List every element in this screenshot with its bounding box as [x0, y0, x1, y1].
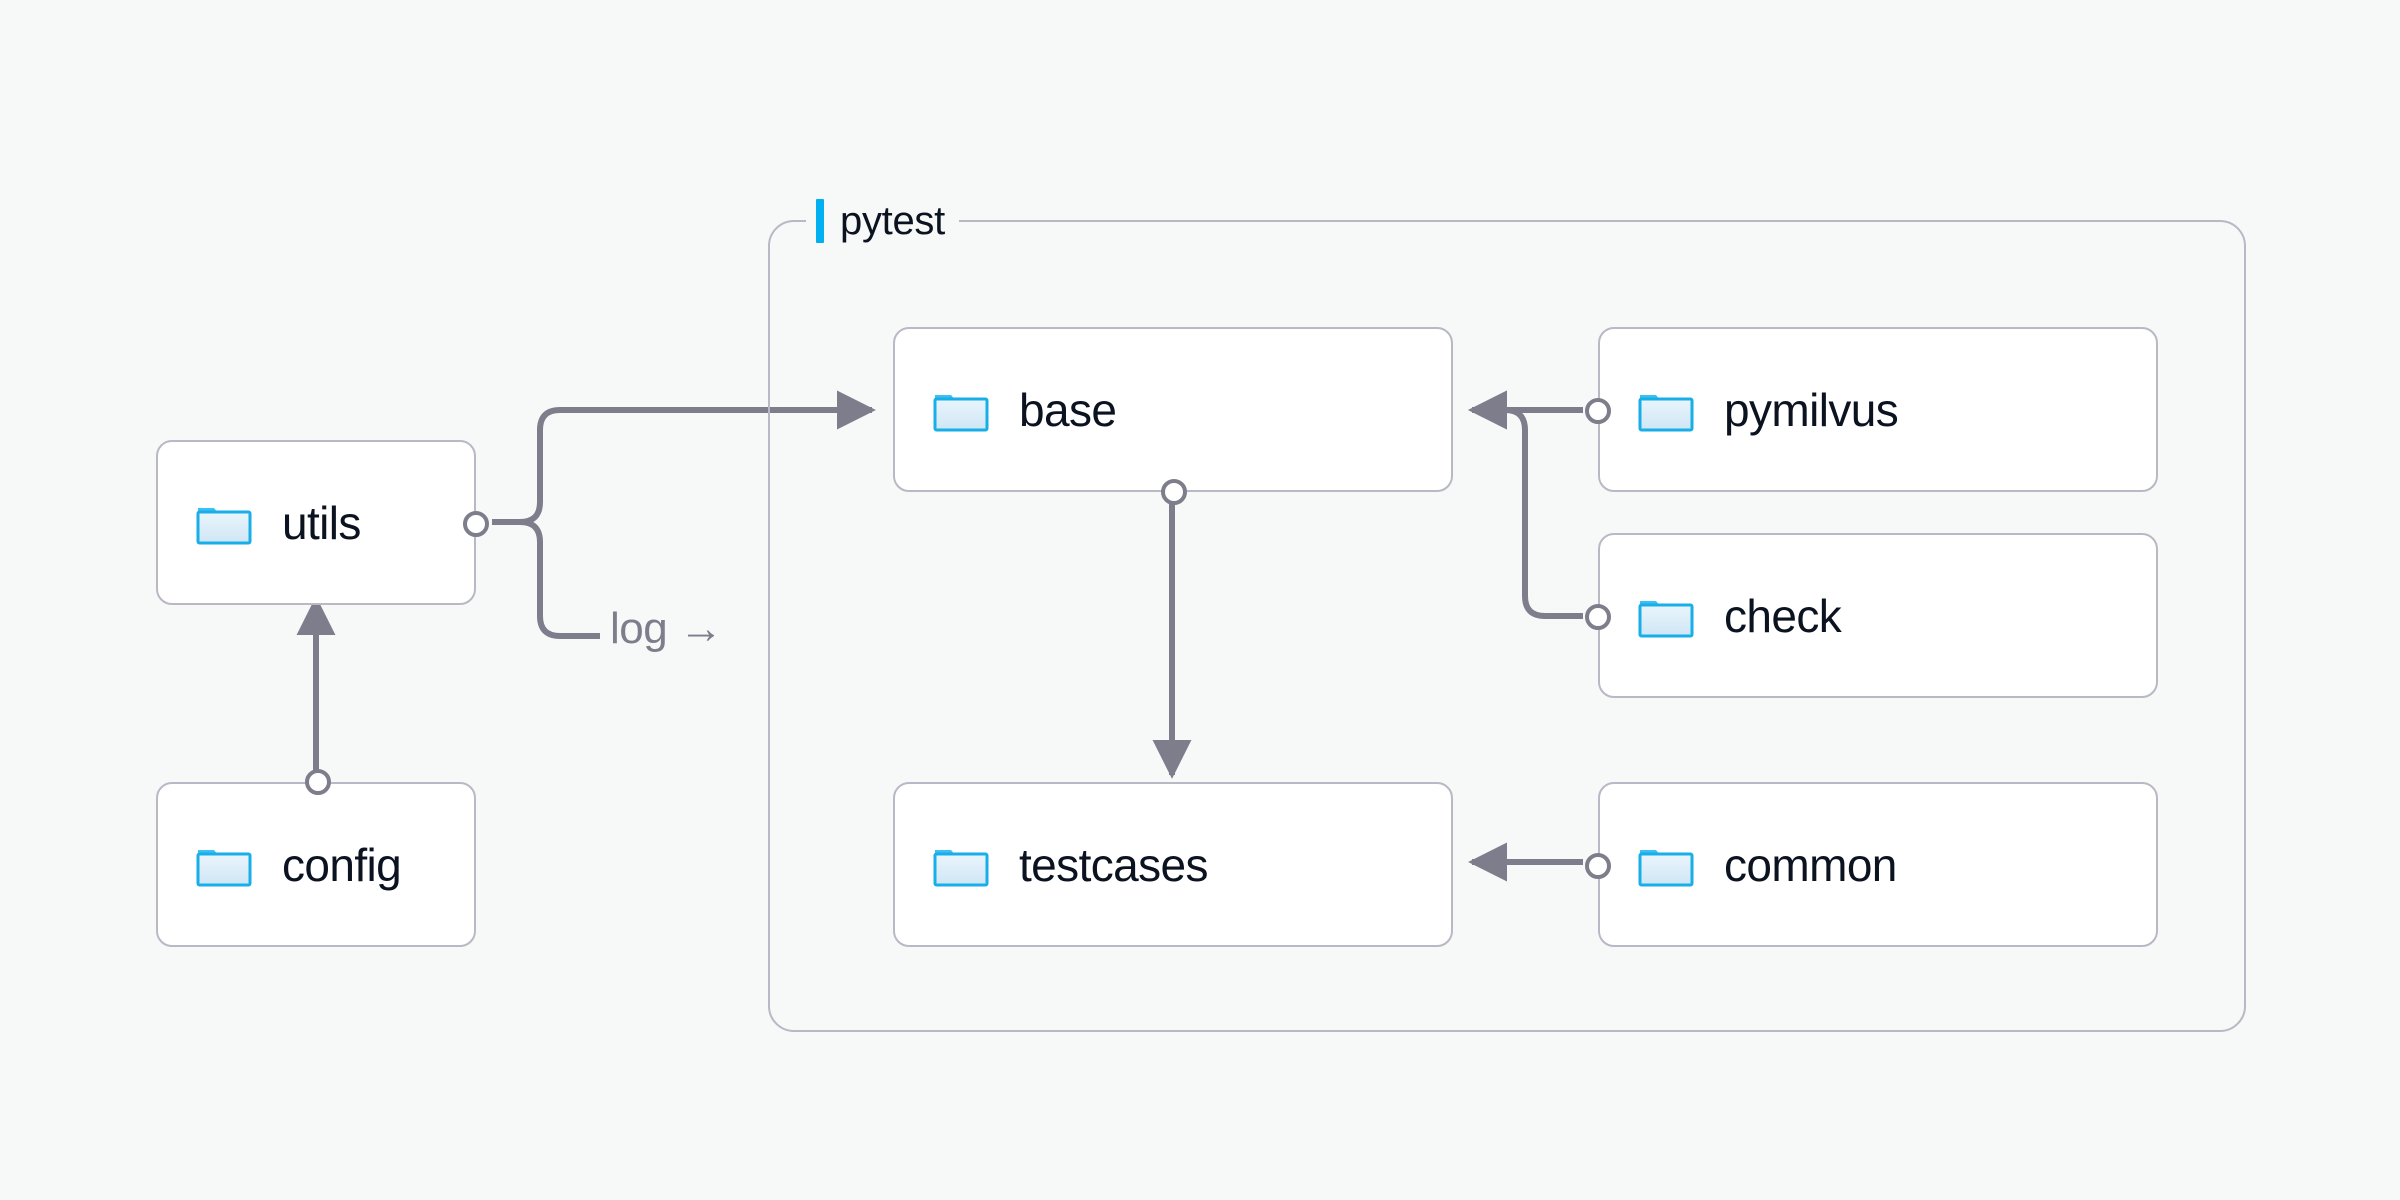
node-label-testcases: testcases [1019, 838, 1209, 891]
node-label-config: config [282, 838, 402, 891]
port-base-bottom[interactable] [1161, 479, 1187, 505]
node-label-check: check [1724, 589, 1842, 642]
port-check-left[interactable] [1585, 604, 1611, 630]
node-check[interactable]: check [1585, 533, 2158, 698]
folder-icon [933, 394, 989, 431]
node-common[interactable]: common [1585, 782, 2158, 947]
edge-label-log: log → [604, 604, 729, 654]
accent-bar-icon [816, 199, 824, 243]
node-label-common: common [1724, 838, 1897, 891]
port-utils-right[interactable] [463, 511, 489, 537]
folder-icon [1638, 600, 1694, 637]
group-container-pytest [768, 220, 2246, 1032]
folder-icon [196, 849, 252, 886]
port-common-left[interactable] [1585, 853, 1611, 879]
node-label-utils: utils [282, 496, 361, 549]
folder-icon [1638, 849, 1694, 886]
node-pymilvus[interactable]: pymilvus [1585, 327, 2158, 492]
folder-icon [1638, 394, 1694, 431]
folder-icon [933, 849, 989, 886]
folder-icon [196, 507, 252, 544]
node-label-pymilvus: pymilvus [1724, 383, 1899, 436]
node-testcases[interactable]: testcases [893, 782, 1453, 947]
node-base[interactable]: base [893, 327, 1453, 505]
node-label-base: base [1019, 383, 1117, 436]
port-config-top[interactable] [305, 769, 331, 795]
group-title: pytest [840, 198, 945, 243]
node-config[interactable]: config [156, 769, 476, 947]
group-label-pytest: pytest [806, 192, 959, 250]
edge-utils-log [492, 519, 600, 639]
node-utils[interactable]: utils [156, 440, 489, 605]
port-pymilvus-left[interactable] [1585, 398, 1611, 424]
